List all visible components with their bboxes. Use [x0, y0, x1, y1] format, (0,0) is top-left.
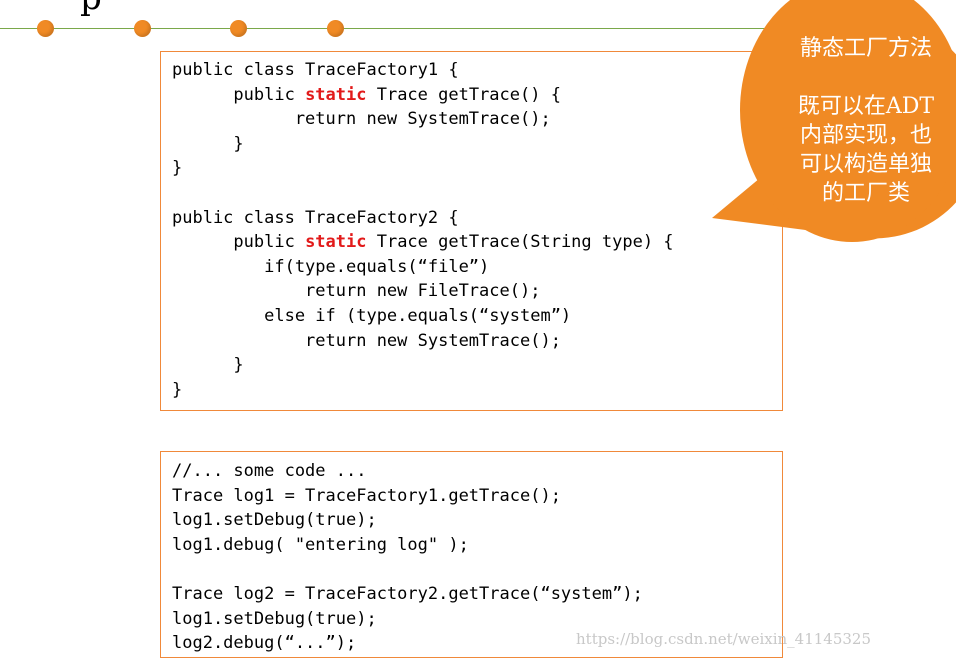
- callout-text: 静态工厂方法 既可以在ADT 内部实现，也可以构造单独的工厂类: [780, 34, 952, 208]
- code-text: return new FileTrace();: [172, 281, 541, 302]
- code-text: }: [172, 379, 183, 400]
- keyword-static: static: [305, 232, 367, 253]
- code-block-usage: //... some code ... Trace log1 = TraceFac…: [160, 451, 783, 658]
- code-text: return new SystemTrace();: [172, 109, 551, 130]
- code-line: [172, 557, 782, 582]
- code-text: else if (type.equals(“system”): [172, 305, 572, 326]
- code-line: //... some code ...: [172, 461, 367, 481]
- code-text: }: [172, 133, 244, 154]
- code-block-factories: public class TraceFactory1 { public stat…: [160, 51, 783, 411]
- code-line: Trace log2 = TraceFactory2.getTrace(“sys…: [172, 583, 643, 604]
- code-text: Trace getTrace(String type) {: [366, 232, 674, 253]
- code-line: if(type.equals(“file”): [172, 255, 782, 280]
- code-line: return new FileTrace();: [172, 279, 782, 304]
- code-line: }: [172, 353, 782, 378]
- code-line: else if (type.equals(“system”): [172, 304, 782, 329]
- code-line: log1.debug( "entering log" );: [172, 534, 469, 555]
- callout-spacer: [780, 63, 952, 92]
- keyword-static: static: [305, 84, 367, 105]
- callout-body: 既可以在ADT 内部实现，也可以构造单独的工厂类: [780, 92, 952, 208]
- code-line: return new SystemTrace();: [172, 329, 782, 354]
- code-text: public class TraceFactory2 {: [172, 207, 459, 228]
- code-text: }: [172, 158, 183, 179]
- code-text: public class TraceFactory1 {: [172, 60, 459, 80]
- code-line: [172, 181, 782, 206]
- code-line: }: [172, 156, 782, 181]
- code-line: public static Trace getTrace() {: [172, 83, 782, 108]
- callout-line: 既可以在ADT: [797, 94, 935, 119]
- code-line: log1.setDebug(true);: [172, 510, 377, 531]
- code-text: return new SystemTrace();: [172, 330, 561, 351]
- header-divider: [0, 28, 800, 29]
- bullet-dot-2: [134, 20, 151, 37]
- code-line: }: [172, 378, 782, 403]
- code-text: if(type.equals(“file”): [172, 256, 490, 277]
- code-line: return new SystemTrace();: [172, 107, 782, 132]
- callout-line: 内部实现，也: [799, 123, 932, 148]
- code-line: public static Trace getTrace(String type…: [172, 230, 782, 255]
- bullet-dot-1: [37, 20, 54, 37]
- code-text: public: [172, 232, 306, 253]
- callout-line: 可以构造单独: [799, 152, 932, 177]
- slide-title: p: [80, 0, 102, 18]
- code-line: log1.setDebug(true);: [172, 608, 377, 629]
- code-text: Trace getTrace() {: [366, 84, 561, 105]
- code-text: public: [172, 84, 306, 105]
- watermark-url: https://blog.csdn.net/weixin_41145325: [576, 630, 872, 648]
- callout-line: 的工厂类: [821, 181, 910, 206]
- bullet-dot-4: [327, 20, 344, 37]
- code-line: log2.debug(“...”);: [172, 633, 357, 654]
- code-line: public class TraceFactory1 {: [172, 58, 782, 83]
- code-line: }: [172, 132, 782, 157]
- callout-bubble: [712, 0, 956, 242]
- code-line: public class TraceFactory2 {: [172, 206, 782, 231]
- callout-title: 静态工厂方法: [799, 36, 932, 61]
- code-text: }: [172, 355, 244, 376]
- bullet-dot-3: [230, 20, 247, 37]
- code-line: Trace log1 = TraceFactory1.getTrace();: [172, 485, 561, 506]
